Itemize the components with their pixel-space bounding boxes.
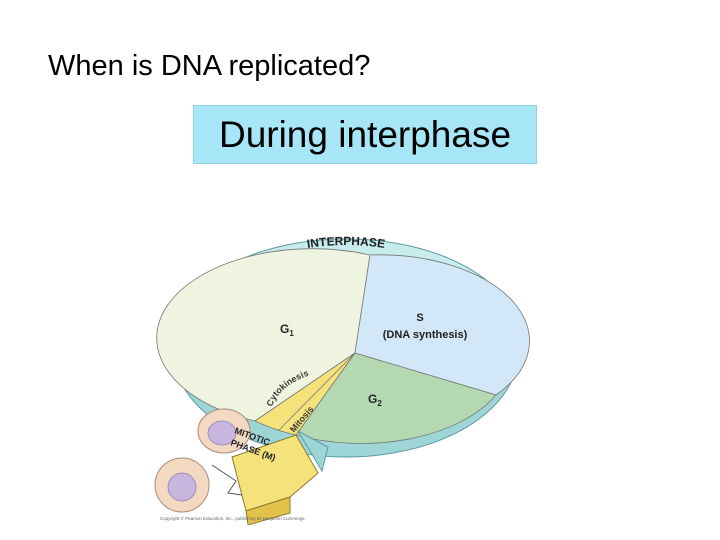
daughter-cell-arrow bbox=[211, 464, 243, 496]
answer-box: During interphase bbox=[193, 105, 537, 164]
mitotic-block bbox=[231, 434, 319, 512]
g1-label: G1 bbox=[280, 322, 294, 338]
mitosis-cytokinesis-divider bbox=[277, 352, 356, 432]
s-label: S bbox=[416, 312, 423, 324]
mitotic-block-side bbox=[245, 496, 291, 525]
ring-arrowhead bbox=[296, 429, 329, 473]
cell-upper bbox=[197, 408, 251, 454]
answer-text: During interphase bbox=[218, 113, 512, 155]
cell-lower bbox=[154, 457, 210, 513]
slide-title: When is DNA replicated? bbox=[48, 50, 371, 82]
cell-cycle-diagram: INTERPHASE G1 S (DNA synthesis) G2 Cytok… bbox=[154, 235, 530, 525]
g2-label: G2 bbox=[368, 392, 382, 408]
copyright-text: Copyright © Pearson Education, Inc., pub… bbox=[160, 515, 306, 521]
g1-sector bbox=[156, 248, 371, 422]
dna-synthesis-label: (DNA synthesis) bbox=[383, 329, 468, 341]
interphase-label: INTERPHASE bbox=[306, 235, 386, 251]
g2-sector bbox=[295, 352, 497, 444]
s-sector bbox=[354, 254, 530, 396]
